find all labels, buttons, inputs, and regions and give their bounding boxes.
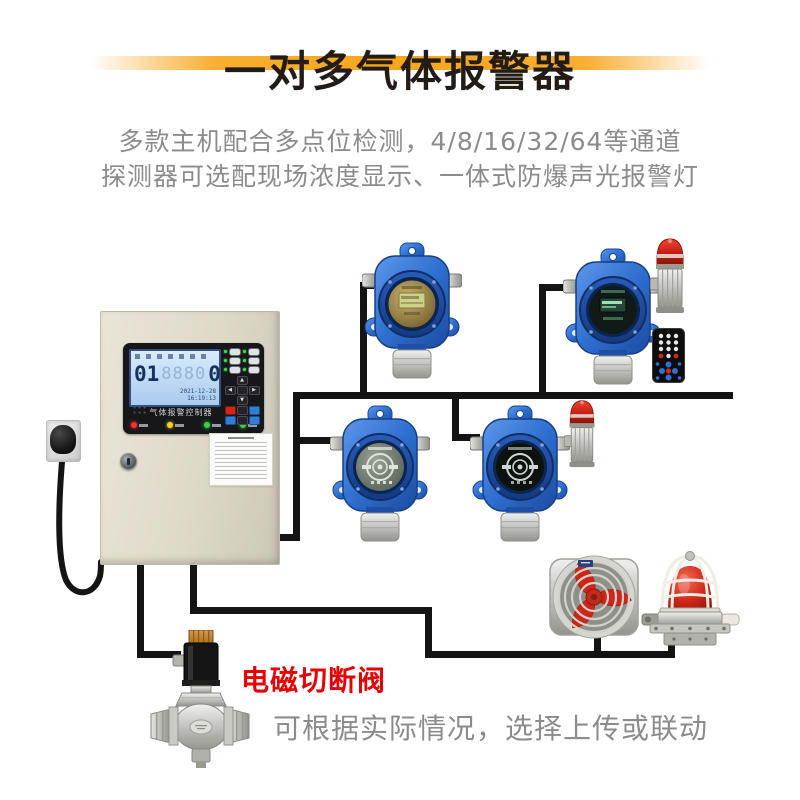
- relay-indicator-row-1: [224, 347, 260, 356]
- controller-lcd: 01 8880 0 2021-12-28 16:19:13: [129, 349, 221, 407]
- wire-valve-vertical: [137, 562, 144, 658]
- wire-bottom-horizontal1: [190, 607, 432, 614]
- led-power: [239, 422, 257, 428]
- explosion-proof-alarm-lamp: [638, 550, 742, 652]
- valve-label: 电磁切断阀: [241, 664, 387, 697]
- gas-detector-display-1: [362, 242, 462, 382]
- wire-stub-detector3: [293, 437, 337, 444]
- lcd-channel-number: 01: [134, 362, 160, 386]
- wire-bottom-vertical1: [190, 562, 197, 614]
- controller-front-panel: 01 8880 0 2021-12-28 16:19:13 气体报警控制器: [123, 343, 264, 434]
- instruction-sticker: [209, 433, 273, 486]
- subtitle-line-2: 探测器可选配现场浓度显示、一体式防爆声光报警灯: [100, 162, 699, 191]
- wire-stub-detector2: [539, 284, 565, 291]
- lcd-datetime: 2021-12-28 16:19:13: [180, 388, 216, 402]
- left-arrow-key: ◀: [224, 386, 236, 395]
- wire-drop-detector2: [539, 284, 546, 399]
- cabinet-lock-icon: [120, 453, 137, 470]
- led-fault: [167, 422, 185, 428]
- up-arrow-key: ▲: [236, 376, 248, 385]
- sticker-text-lines: [215, 442, 267, 480]
- wire-bottom-horizontal2: [425, 651, 675, 658]
- explosion-proof-fan: [548, 551, 640, 643]
- menu-key: [236, 406, 248, 415]
- wire-bottom-vertical2: [425, 607, 432, 658]
- func-key-2: [236, 416, 248, 425]
- solenoid-cutoff-valve: [150, 630, 250, 770]
- lcd-date: 2021-12-28: [179, 388, 216, 395]
- mute-key: [248, 406, 260, 415]
- lcd-time: 16:19:13: [187, 395, 216, 402]
- subtitle-line-1: 多款主机配合多点位检测，4/8/16/32/64等通道: [118, 127, 682, 156]
- enter-key: [236, 386, 248, 395]
- gas-detector-display-2: [563, 248, 663, 388]
- wire-lamp-riser: [668, 640, 675, 656]
- lcd-ghost-segments: 8880: [161, 364, 207, 384]
- wire-drop-detector1: [360, 282, 367, 399]
- gas-detector-dial-1: [330, 404, 430, 546]
- led-alarm: [131, 422, 148, 428]
- footer-note: 可根据实际情况，选择上传或联动: [273, 712, 709, 745]
- func-key-3: [248, 416, 260, 425]
- wire-box-stub: [276, 534, 300, 541]
- wire-valve-horizontal: [137, 651, 181, 658]
- power-plug-icon: [50, 425, 76, 454]
- sound-light-beacon-1: [650, 236, 690, 314]
- down-arrow-key: ▼: [236, 396, 248, 405]
- gas-alarm-controller: 01 8880 0 2021-12-28 16:19:13 气体报警控制器: [100, 311, 280, 565]
- relay-indicator-row-3: [224, 365, 260, 374]
- controller-button-cluster: ▲ ◀ ▶ ▼: [224, 347, 260, 425]
- keypad: ▲ ◀ ▶ ▼: [224, 376, 260, 425]
- lcd-gas-value: 0: [208, 362, 221, 386]
- wire-trunk: [293, 392, 733, 399]
- reset-key: [224, 406, 236, 415]
- lcd-status-segments: [135, 354, 211, 359]
- wire-fan-riser: [594, 634, 601, 656]
- wire-stub-detector4: [452, 434, 480, 441]
- gas-detector-dial-2: [470, 404, 570, 546]
- led-mute: [203, 422, 221, 428]
- relay-indicator-row-2: [224, 356, 260, 365]
- remote-control: [652, 328, 685, 383]
- sound-light-beacon-2: [564, 398, 600, 468]
- func-key-1: [224, 416, 236, 425]
- wire-riser: [293, 392, 300, 541]
- sticker-heading: [228, 437, 254, 439]
- lcd-main-readout: 01 8880 0: [134, 362, 221, 386]
- wire-drop-detector4: [452, 392, 459, 440]
- buzzer-holes: [132, 405, 148, 416]
- right-arrow-key: ▶: [248, 386, 260, 395]
- title-highlight-stripe: [90, 56, 710, 70]
- controller-label: 气体报警控制器: [149, 408, 213, 417]
- status-led-row: [131, 422, 257, 428]
- page-title: 一对多气体报警器: [223, 47, 576, 96]
